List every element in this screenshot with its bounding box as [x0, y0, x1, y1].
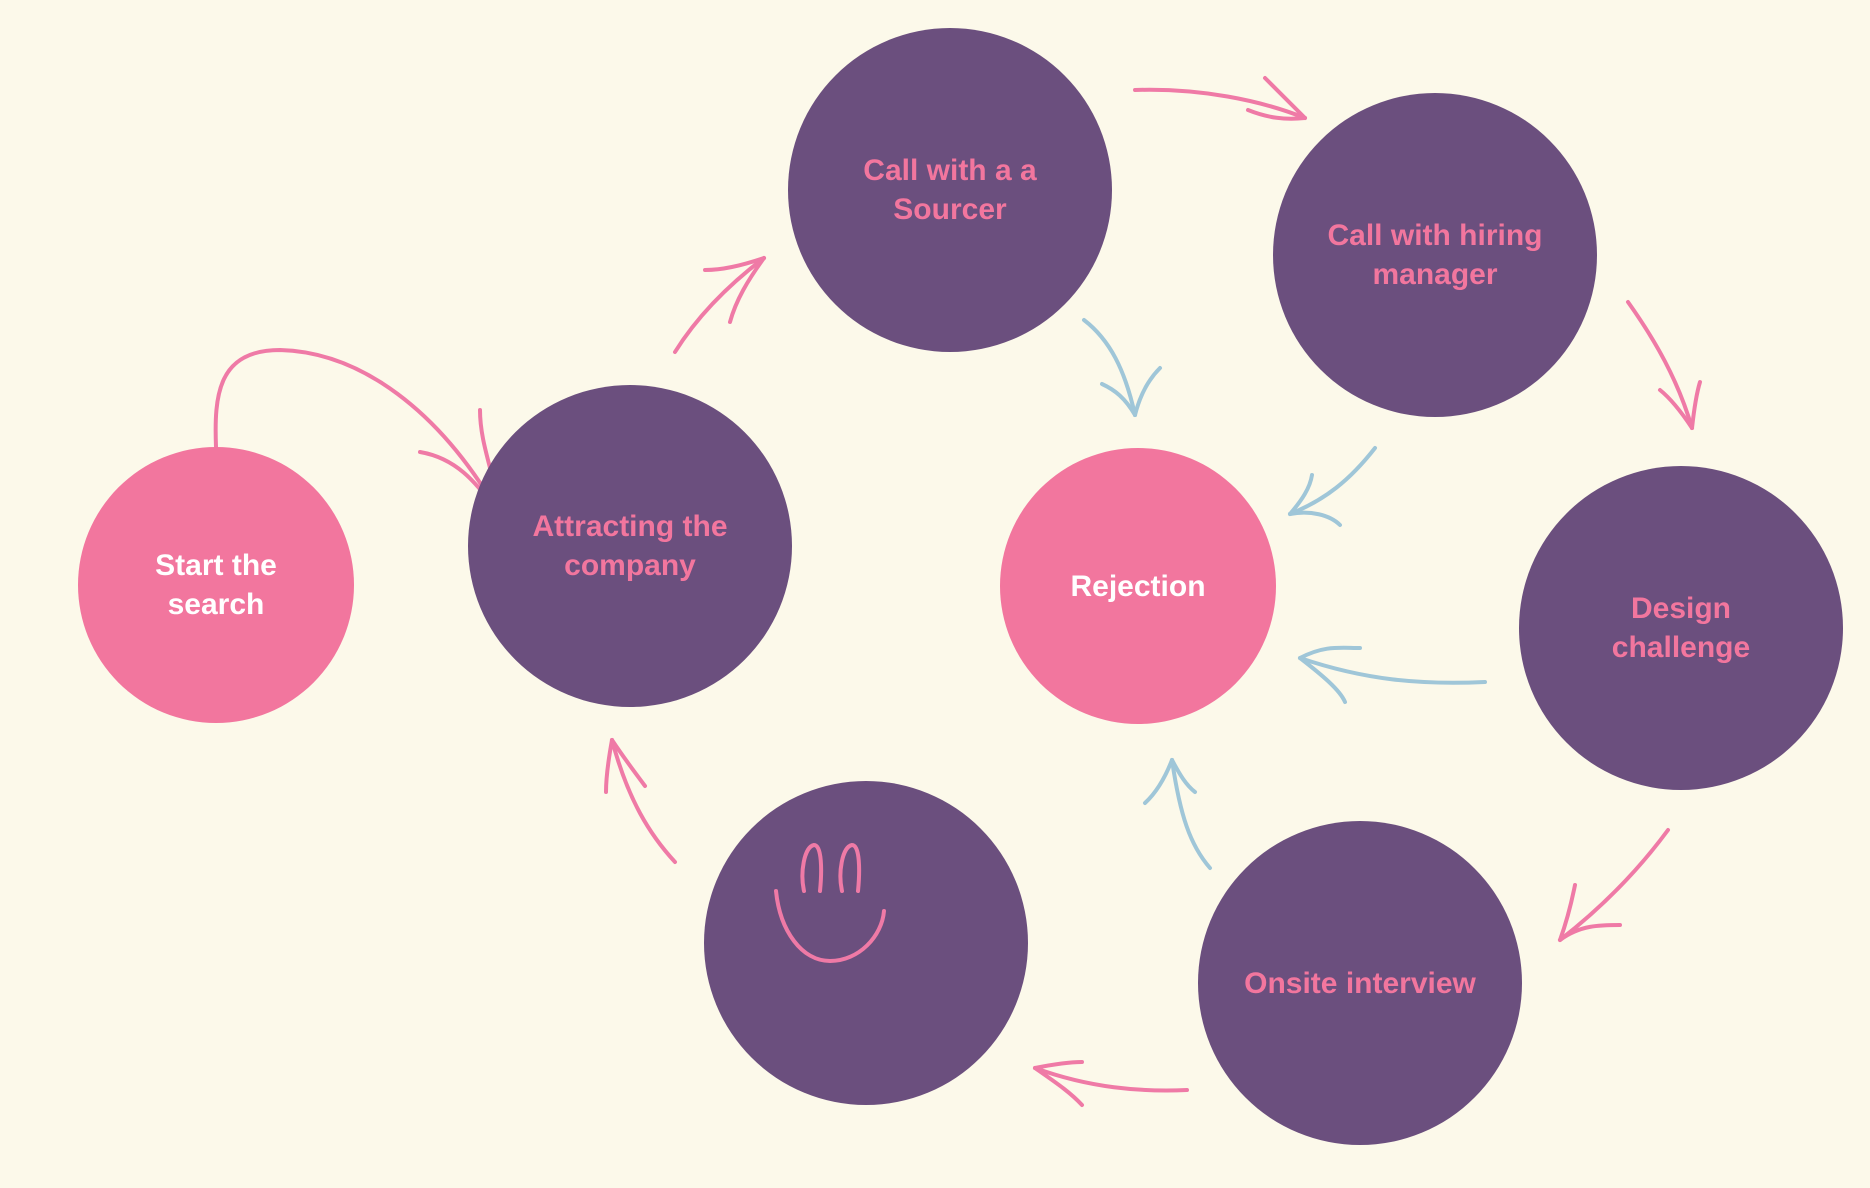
- label-line: Design: [1630, 592, 1731, 625]
- arrow-sourcer-to-rejection: [1082, 318, 1162, 417]
- label-line: company: [564, 549, 696, 582]
- node-label: Start the search: [155, 546, 277, 624]
- node-attracting-the-company: Attracting the company: [468, 385, 792, 707]
- smiley-face-icon: [774, 843, 886, 963]
- label-line: manager: [1372, 258, 1498, 291]
- node-rejection: Rejection: [1000, 448, 1276, 724]
- node-call-with-hiring-manager: Call with hiring manager: [1273, 93, 1597, 417]
- label-line: search: [167, 588, 265, 621]
- arrow-design-to-rejection: [1298, 645, 1487, 704]
- node-label: Attracting the company: [533, 507, 728, 585]
- arrow-attracting-to-sourcer: [673, 256, 766, 354]
- node-onsite-interview: Onsite interview: [1198, 821, 1522, 1145]
- node-call-with-sourcer: Call with a a Sourcer: [788, 28, 1112, 352]
- arrow-design-to-onsite: [1558, 828, 1670, 942]
- arrow-offer-to-attracting: [604, 738, 677, 864]
- arrow-hiring-manager-to-rejection: [1288, 446, 1377, 527]
- label-line: Call with hiring: [1327, 219, 1543, 252]
- label-line: Sourcer: [893, 193, 1007, 226]
- arrow-onsite-to-rejection: [1143, 758, 1212, 870]
- label-line: challenge: [1611, 631, 1751, 664]
- node-label: Design challenge: [1612, 589, 1750, 667]
- label-line: Attracting the: [532, 510, 728, 543]
- node-label: Call with a a Sourcer: [863, 151, 1036, 229]
- node-offer: [704, 781, 1028, 1105]
- arrow-onsite-to-offer: [1033, 1060, 1189, 1107]
- node-label: Call with hiring manager: [1328, 216, 1543, 294]
- node-design-challenge: Design challenge: [1519, 466, 1843, 790]
- label-line: Start the: [155, 549, 277, 582]
- node-start-the-search: Start the search: [78, 447, 354, 723]
- node-label: Onsite interview: [1244, 966, 1476, 1000]
- label-line: Call with a a: [863, 154, 1037, 187]
- node-label: Rejection: [1070, 569, 1206, 603]
- arrow-sourcer-to-hiring-manager: [1133, 76, 1307, 121]
- arrow-hiring-manager-to-design: [1626, 300, 1702, 430]
